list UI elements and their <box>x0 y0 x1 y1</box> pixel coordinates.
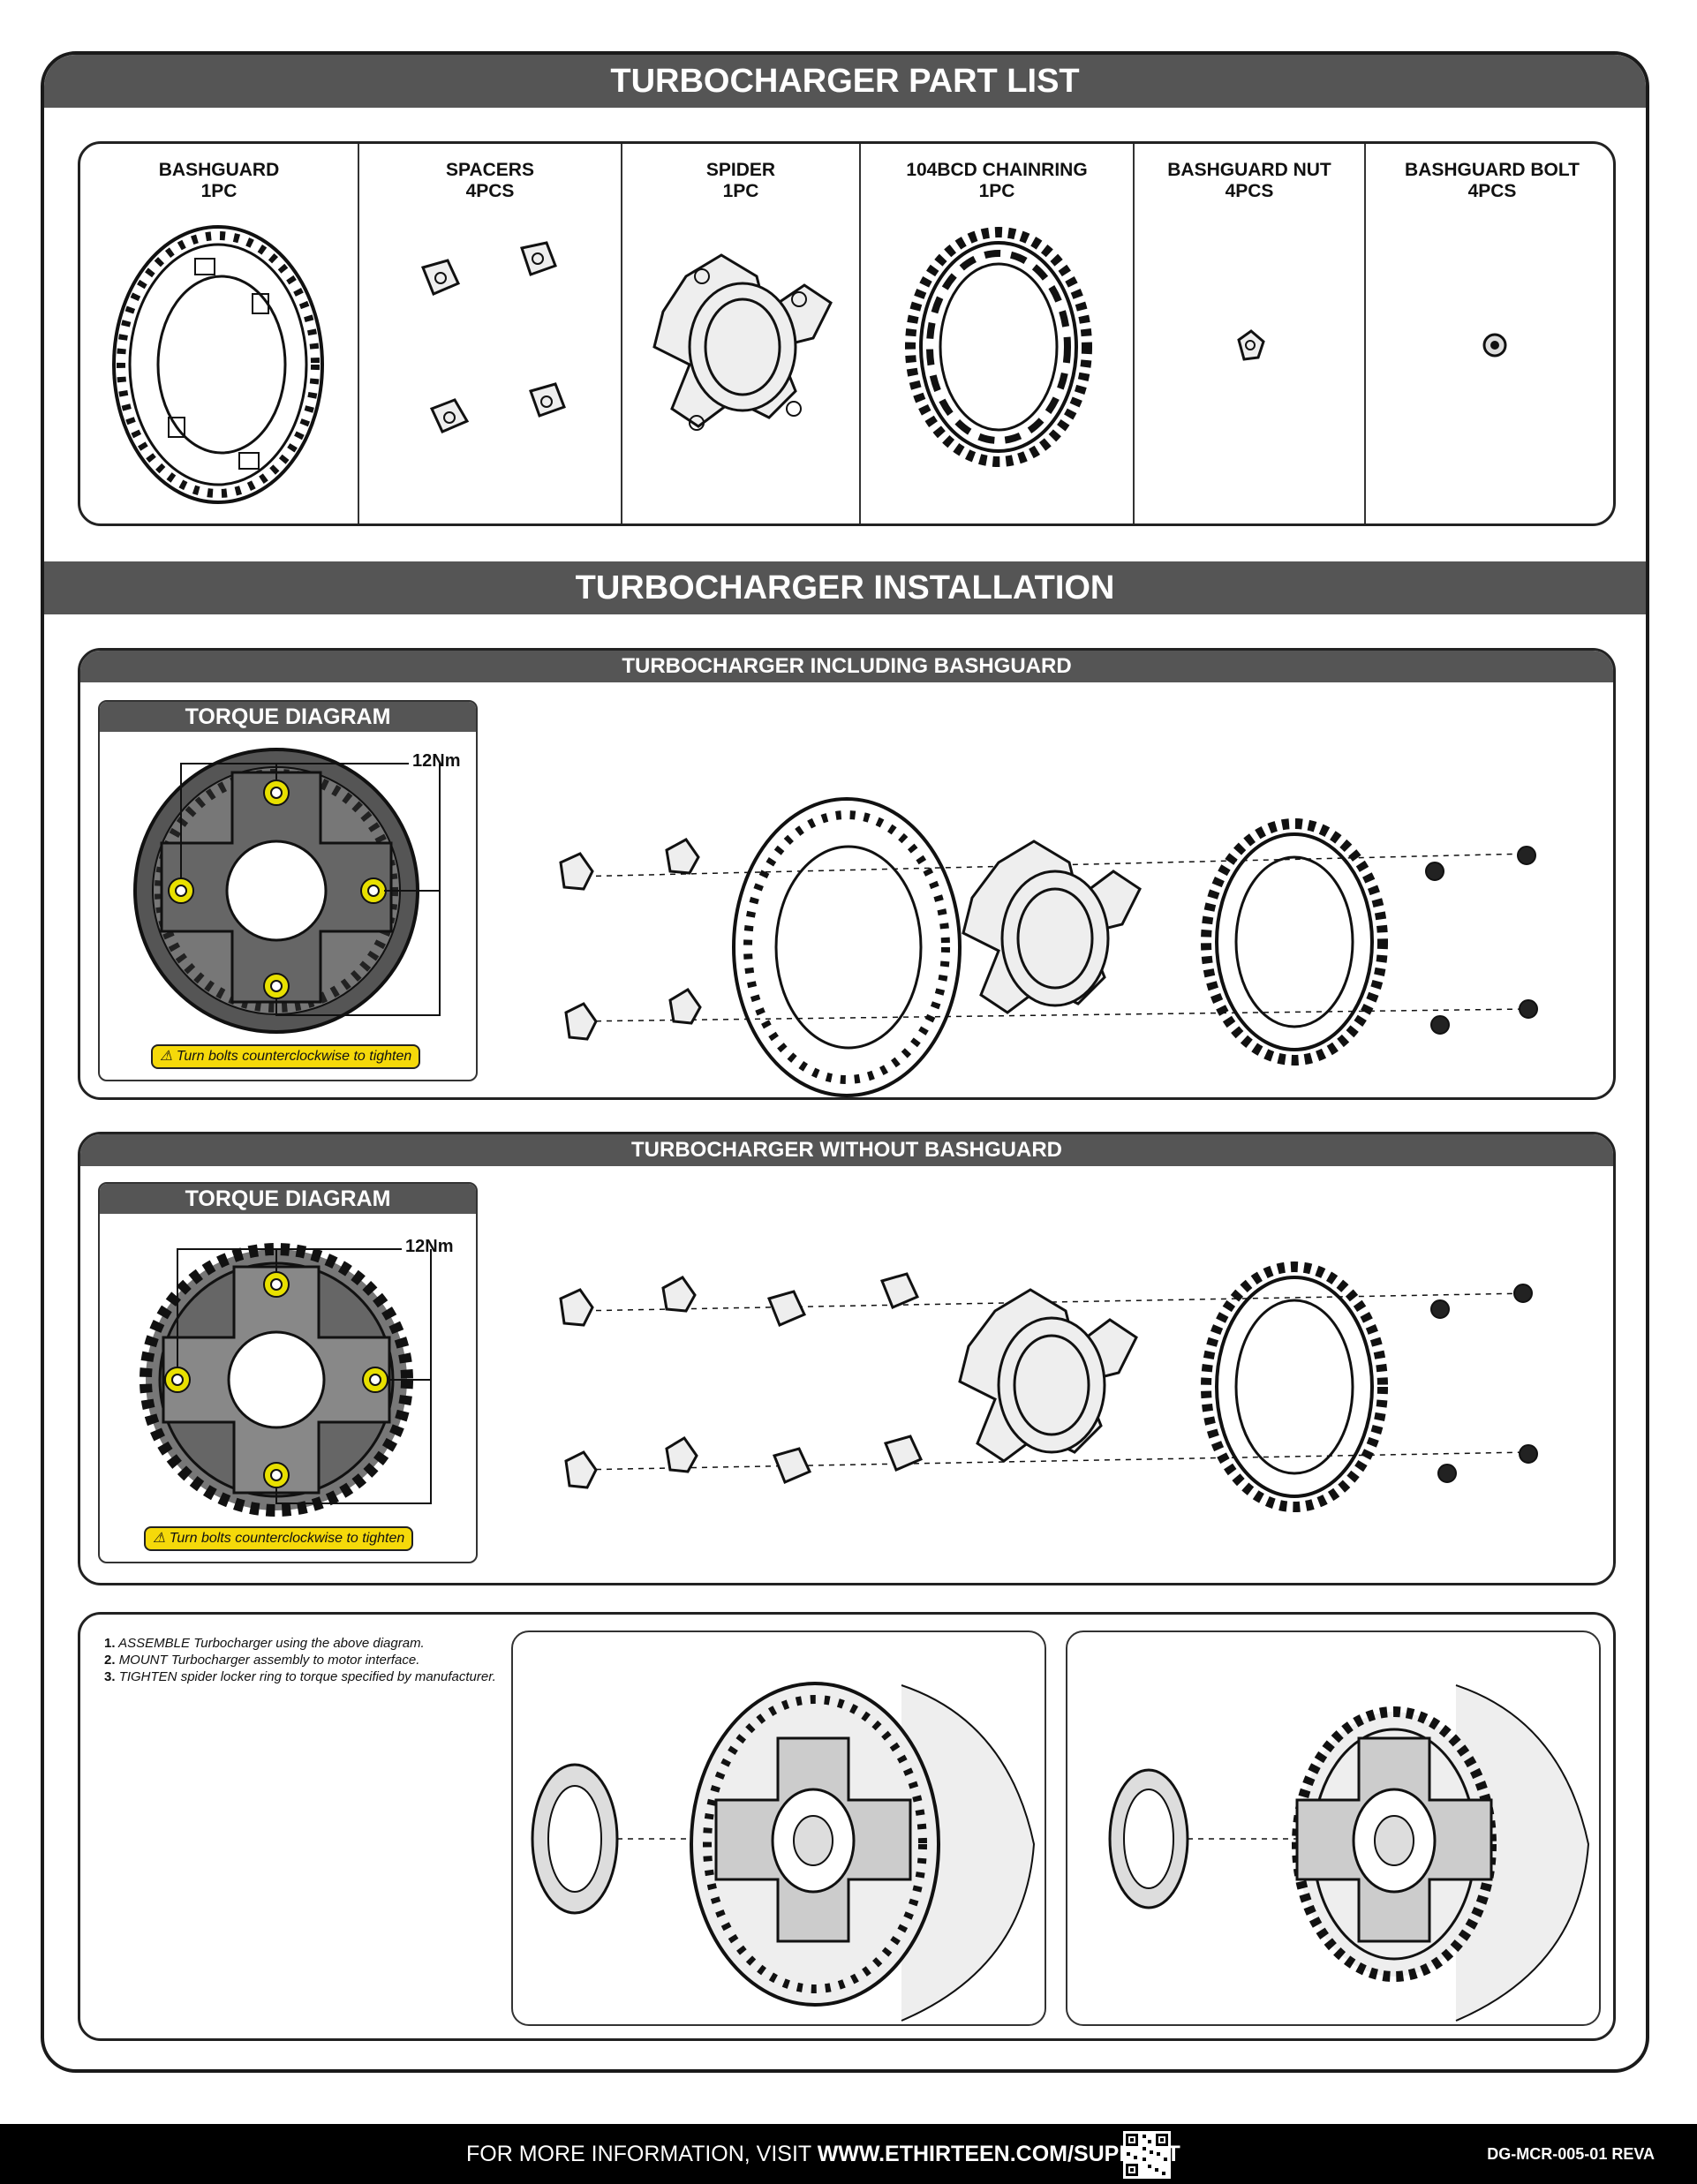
torque-value-label: 12Nm <box>405 1237 454 1256</box>
bashguard-bolt-illustration <box>1482 333 1507 358</box>
part-name: BASHGUARD <box>158 160 280 180</box>
qr-code-icon <box>1123 2131 1171 2179</box>
part-name: SPIDER <box>705 160 776 180</box>
torque-diagram-title: TORQUE DIAGRAM <box>100 702 476 732</box>
exploded-view-with-bashguard <box>559 797 1538 1097</box>
warning-text: Turn bolts counterclockwise to tighten <box>176 1049 412 1064</box>
installation-title: TURBOCHARGER INSTALLATION <box>44 561 1646 614</box>
part-name: SPACERS <box>446 160 534 180</box>
spacers-illustration <box>420 241 566 433</box>
assembly-box <box>78 1612 1616 2041</box>
part-name: BASHGUARD NUT <box>1167 160 1331 180</box>
spider-illustration <box>652 253 833 431</box>
exploded-view-without-bashguard <box>559 1261 1538 1512</box>
assembly-steps: 1. ASSEMBLE Turbocharger using the above… <box>104 1635 496 1685</box>
part-qty: 1PC <box>978 181 1015 201</box>
with-bashguard-box: TURBOCHARGER INCLUDING BASHGUARD TORQUE … <box>78 648 1616 1100</box>
torque-diagram-without-bashguard: TORQUE DIAGRAM 12Nm ⚠ <box>98 1182 478 1563</box>
torque-diagram-title: TORQUE DIAGRAM <box>100 1184 476 1214</box>
part-qty: 4PCS <box>1225 181 1274 201</box>
part-qty: 1PC <box>200 181 238 201</box>
part-qty: 4PCS <box>1467 181 1517 201</box>
footer-info: FOR MORE INFORMATION, VISIT WWW.ETHIRTEE… <box>466 2142 1180 2167</box>
part-list-title: TURBOCHARGER PART LIST <box>44 55 1646 108</box>
warning-label: ⚠ Turn bolts counterclockwise to tighten <box>144 1526 414 1551</box>
mounted-with-bashguard-panel <box>511 1630 1046 2026</box>
chainring-illustration <box>905 227 1092 467</box>
part-qty: 4PCS <box>465 181 515 201</box>
with-bashguard-title: TURBOCHARGER INCLUDING BASHGUARD <box>80 651 1613 682</box>
bashguard-nut-illustration <box>1237 329 1265 361</box>
mounted-without-bashguard-art <box>1108 1684 1590 2022</box>
without-bashguard-box: TURBOCHARGER WITHOUT BASHGUARD TORQUE DI… <box>78 1132 1616 1585</box>
step-2: 2. MOUNT Turbocharger assembly to motor … <box>104 1653 420 1668</box>
step-3: 3. TIGHTEN spider locker ring to torque … <box>104 1669 496 1684</box>
torque-value-label: 12Nm <box>412 751 461 771</box>
without-bashguard-title: TURBOCHARGER WITHOUT BASHGUARD <box>80 1134 1613 1166</box>
warning-label: ⚠ Turn bolts counterclockwise to tighten <box>151 1044 421 1069</box>
support-link[interactable]: WWW.ETHIRTEEN.COM/SUPPORT <box>817 2142 1180 2166</box>
document-code: DG-MCR-005-01 REVA <box>1487 2145 1655 2163</box>
mounted-without-bashguard-panel <box>1066 1630 1601 2026</box>
footer-prefix: FOR MORE INFORMATION, VISIT <box>466 2142 818 2166</box>
torque-diagram-without-bashguard-art <box>140 1243 432 1517</box>
part-name: BASHGUARD BOLT <box>1405 160 1580 180</box>
step-1: 1. ASSEMBLE Turbocharger using the above… <box>104 1636 425 1651</box>
bashguard-illustration <box>112 225 324 504</box>
warning-text: Turn bolts counterclockwise to tighten <box>169 1531 405 1546</box>
footer: FOR MORE INFORMATION, VISIT WWW.ETHIRTEE… <box>0 2124 1697 2184</box>
torque-diagram-with-bashguard: TORQUE DIAGRAM 12Nm <box>98 700 478 1081</box>
torque-diagram-with-bashguard-art <box>133 748 441 1034</box>
mounted-with-bashguard-art <box>531 1682 1036 2022</box>
part-name: 104BCD CHAINRING <box>906 160 1088 180</box>
part-qty: 1PC <box>722 181 759 201</box>
